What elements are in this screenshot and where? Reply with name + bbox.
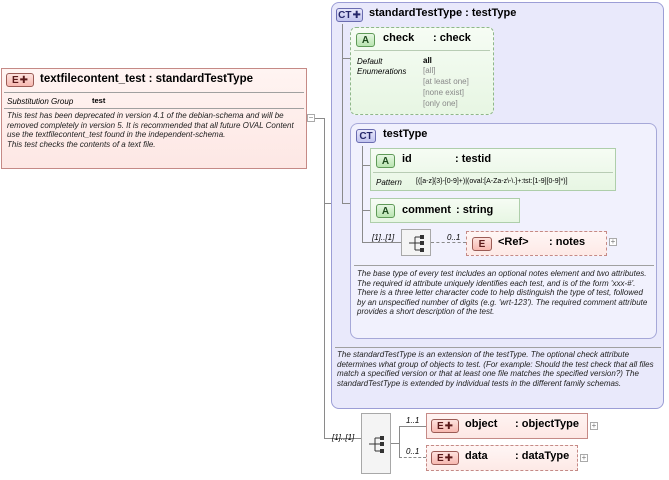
notes-ref-type: : notes (549, 236, 586, 248)
substitution-group-value: test (92, 96, 106, 105)
comment-attribute-box[interactable] (370, 198, 520, 223)
sequence-compositor[interactable] (361, 413, 391, 474)
attribute-badge: A (376, 154, 395, 168)
default-value: all (423, 56, 432, 65)
expand-toggle[interactable]: + (580, 453, 588, 462)
substitution-group-label: Substitution Group (7, 97, 74, 106)
id-attribute-type: : testid (455, 153, 492, 165)
default-label: Default (357, 57, 383, 66)
element-badge: E✚ (431, 451, 459, 465)
sequence-compositor[interactable] (401, 229, 431, 256)
data-occurrence: 0..1 (406, 447, 420, 456)
standard-test-type-doc: The standardTestType is an extension of … (337, 350, 654, 388)
element-badge: E✚ (431, 419, 459, 433)
root-element-doc: This test has been deprecated in version… (7, 111, 294, 149)
data-element-type: : dataType (515, 450, 570, 462)
pattern-value: [([a-z]{3}-[0-9]+)|(oval:[A-Za-z\-\.]+:t… (416, 178, 568, 185)
object-element-type: : objectType (515, 418, 579, 430)
enum-item: [at least one] (423, 77, 469, 86)
ref-occurrence: 0..1 (447, 233, 461, 242)
expand-toggle[interactable]: + (590, 421, 598, 430)
sequence-occurrence: [1]..[1] (332, 433, 355, 442)
complex-type-badge: CT✚ (336, 8, 363, 22)
complex-type-badge: CT (356, 129, 376, 143)
pattern-label: Pattern (376, 178, 402, 187)
object-occurrence: 1..1 (406, 416, 420, 425)
collapse-toggle[interactable]: − (307, 113, 315, 122)
root-element-title: textfilecontent_test : standardTestType (40, 73, 254, 85)
id-attribute-box[interactable] (370, 148, 616, 191)
object-element-name: object (465, 418, 498, 430)
attribute-badge: A (376, 204, 395, 218)
comment-attribute-name: comment (402, 204, 451, 216)
enumerations-label: Enumerations (357, 67, 407, 76)
enum-item: [only one] (423, 99, 458, 108)
id-attribute-name: id (402, 153, 412, 165)
data-element-name: data (465, 450, 488, 462)
sequence-icon (409, 235, 424, 252)
enum-item: [all] (423, 66, 436, 75)
attribute-badge: A (356, 33, 375, 47)
test-type-title: testType (383, 128, 428, 140)
comment-attribute-type: : string (456, 204, 494, 216)
expand-toggle[interactable]: + (609, 237, 617, 246)
check-attribute-type: : check (433, 32, 471, 44)
enum-item: [none exist] (423, 88, 464, 97)
test-type-doc: The base type of every test includes an … (357, 269, 648, 317)
notes-ref-name: <Ref> (498, 236, 529, 248)
element-badge: E✚ (6, 73, 34, 87)
root-element-box[interactable] (1, 68, 307, 169)
check-attribute-name: check (383, 32, 415, 44)
element-badge: E (472, 237, 492, 251)
standard-test-type-title: standardTestType : testType (369, 7, 517, 19)
sequence-occurrence: [1]..[1] (372, 233, 395, 242)
sequence-icon (369, 436, 384, 453)
